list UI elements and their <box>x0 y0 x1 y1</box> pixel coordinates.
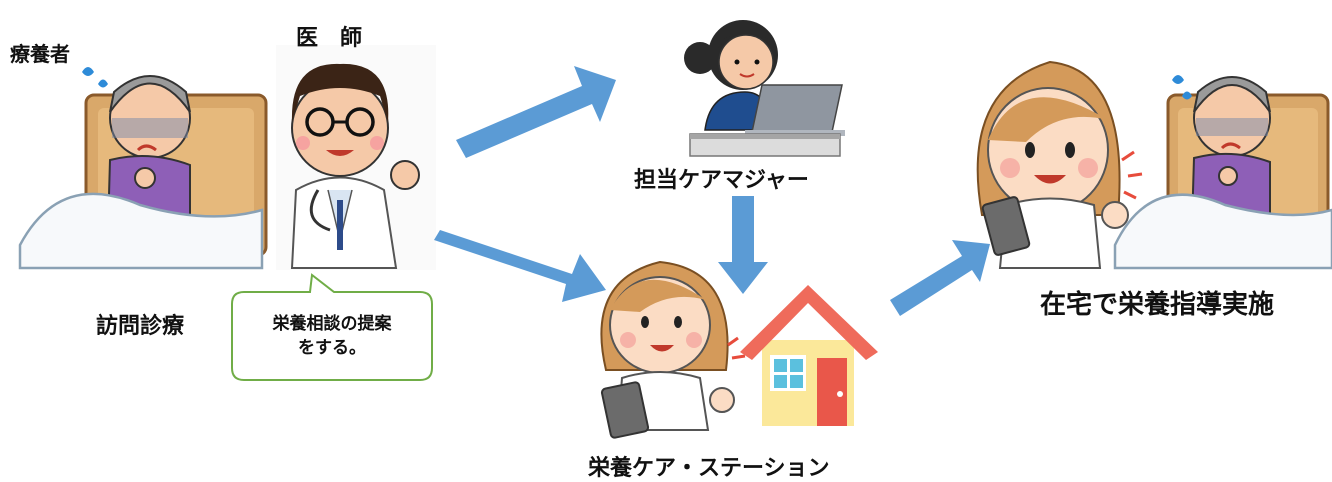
bubble-line-1: 栄養相談の提案 <box>272 314 392 334</box>
patient-label: 療養者 <box>10 42 70 66</box>
doctor-label: 医 師 <box>296 26 363 51</box>
nutrition-care-station-label: 栄養ケア・ステーション <box>588 456 830 481</box>
bubble-line-2: をする。 <box>298 338 366 358</box>
bubble-text: 栄養相談の提案 をする。 <box>240 312 424 360</box>
arrow-doctor-to-caremanager <box>456 66 616 158</box>
arrow-doctor-to-station <box>434 230 606 302</box>
home-visit-label: 訪問診療 <box>96 314 185 339</box>
arrow-station-to-home <box>890 240 990 316</box>
home-guidance-label: 在宅で栄養指導実施 <box>1040 290 1275 320</box>
arrow-caremanager-to-station <box>718 196 768 294</box>
care-manager-label: 担当ケアマジャー <box>634 168 809 193</box>
